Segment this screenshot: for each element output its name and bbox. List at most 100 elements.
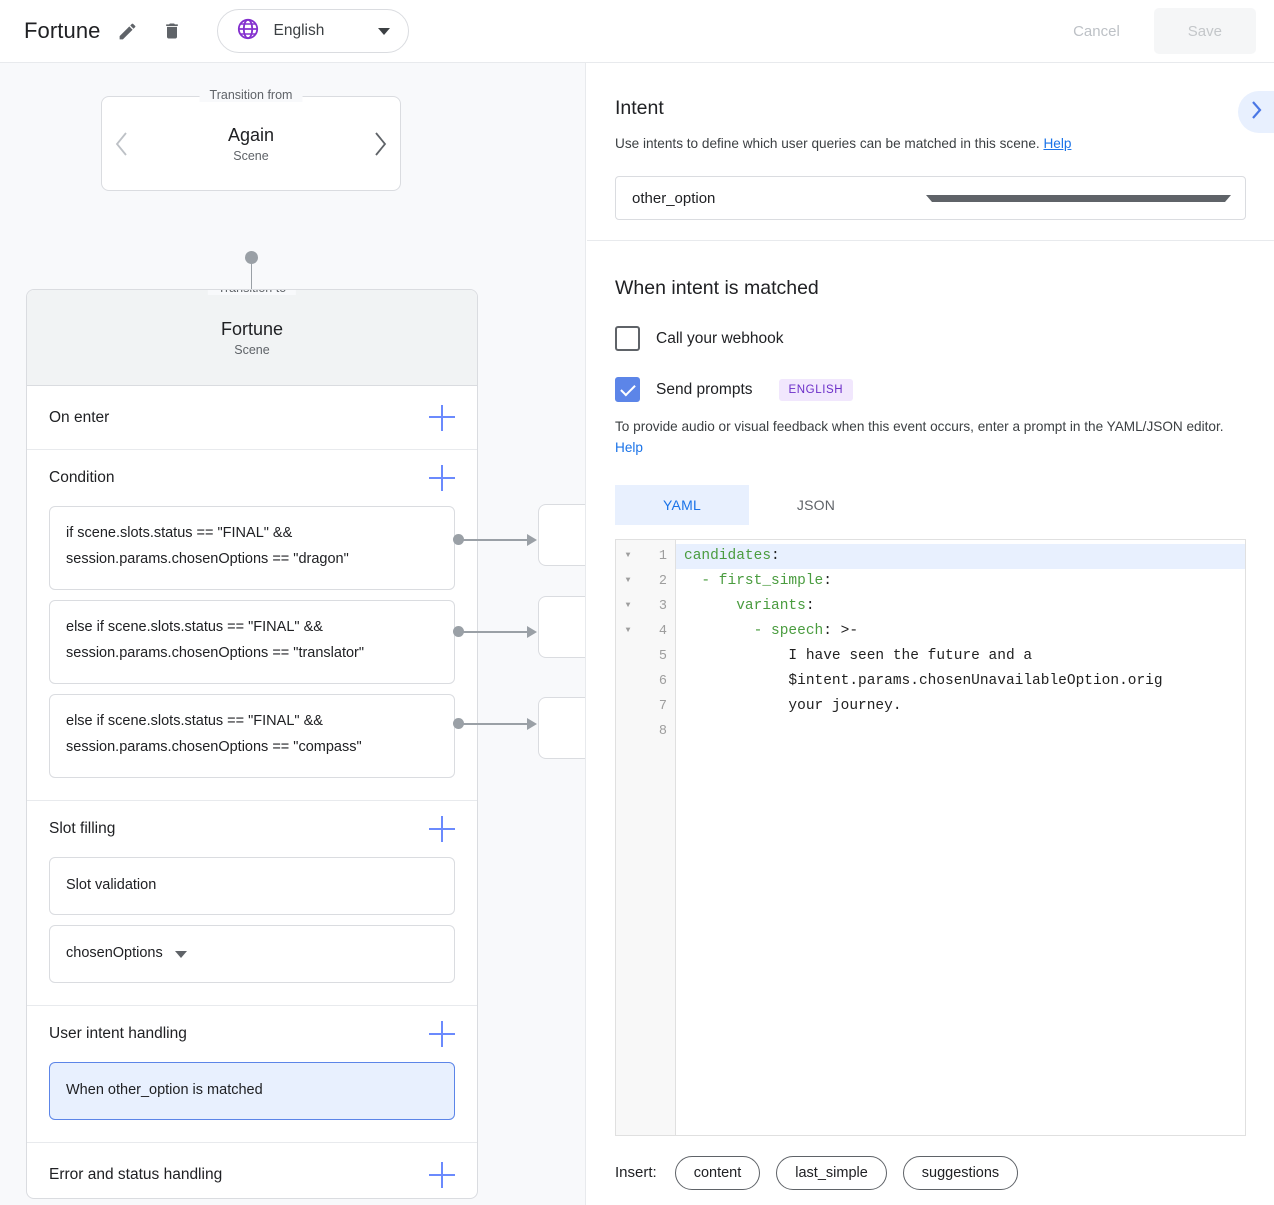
slot-item-chosenoptions[interactable]: chosenOptions [49,925,455,983]
gutter-line: ▼1 [616,544,675,569]
webhook-row[interactable]: Call your webhook [615,326,1246,352]
code-punct: your journey. [684,697,902,714]
line-number: 8 [658,723,667,739]
prev-scene-button[interactable] [102,97,142,190]
condition-edge-dot [453,718,464,729]
next-scene-button[interactable] [360,97,400,190]
fold-toggle-icon[interactable]: ▼ [625,626,631,636]
prompts-helper-body: To provide audio or visual feedback when… [615,419,1224,435]
transition-from-card[interactable]: Transition from Again Scene [101,88,401,191]
condition-target-stub[interactable] [538,504,585,566]
gutter-line: 8 [616,719,675,744]
intent-help-link[interactable]: Help [1043,136,1072,151]
line-number: 7 [658,698,667,714]
condition-item[interactable]: else if scene.slots.status == "FINAL" &&… [49,600,455,684]
code-punct: : >- [823,622,859,639]
gutter-line: 6 [616,669,675,694]
condition-item[interactable]: else if scene.slots.status == "FINAL" &&… [49,694,455,778]
user-intent-item-other-option[interactable]: When other_option is matched [49,1062,455,1120]
condition-target-stub[interactable] [538,596,585,658]
language-label: English [273,22,325,39]
prompts-help-link[interactable]: Help [615,440,643,456]
tab-json[interactable]: JSON [796,496,836,513]
language-selector[interactable]: English [216,9,409,53]
intent-select[interactable]: other_option [615,176,1246,221]
intent-heading: Intent [615,97,664,119]
code-line: your journey. [676,694,1245,719]
intent-select-value: other_option [632,189,716,207]
scene-graph-canvas[interactable]: Transition from Again Scene Transition t… [0,63,586,1205]
call-webhook-checkbox[interactable] [615,326,640,352]
code-line: - first_simple: [676,569,1245,594]
add-error-handler-button[interactable] [429,1162,455,1188]
send-prompts-checkbox[interactable] [615,377,640,403]
condition-edge-dot [453,626,464,637]
code-punct: : [823,572,832,589]
insert-chips-row: Insert: content last_simple suggestions [615,1155,1246,1190]
save-button[interactable]: Save [1153,8,1256,54]
scene-header: Fortune Scene [27,290,477,386]
insert-chip-content[interactable]: content [674,1155,761,1190]
tab-yaml[interactable]: YAML [615,484,749,525]
gutter-line: ▼2 [616,569,675,594]
add-slot-button[interactable] [429,816,455,842]
delete-scene-button[interactable] [155,14,189,48]
chevron-down-icon [377,27,390,35]
edit-scene-button[interactable] [111,14,145,48]
insert-label: Insert: [615,1164,657,1182]
line-number: 3 [658,598,667,614]
slot-validation-label: Slot validation [66,877,157,894]
line-number: 4 [658,623,667,639]
trash-icon [162,21,182,41]
when-intent-matched-section: When intent is matched Call your webhook… [587,241,1274,1190]
section-on-enter-label: On enter [49,408,110,426]
editor-code-area[interactable]: candidates: - first_simple: variants: - … [676,540,1245,1135]
prompts-helper-text: To provide audio or visual feedback when… [615,416,1246,458]
add-user-intent-button[interactable] [429,1021,455,1047]
section-condition: Condition if scene.slots.status == "FINA… [27,450,477,801]
condition-target-stub[interactable] [538,697,585,759]
insert-chip-suggestions[interactable]: suggestions [902,1155,1019,1190]
code-line: candidates: [676,543,1245,569]
section-slot-filling-label: Slot filling [49,820,116,837]
fold-toggle-icon[interactable]: ▼ [625,576,631,586]
when-matched-heading: When intent is matched [615,277,819,300]
code-line: I have seen the future and a [676,644,1245,669]
page-title: Fortune [24,18,101,43]
section-error-status-label: Error and status handling [49,1166,223,1183]
section-error-status-handling[interactable]: Error and status handling [27,1143,477,1198]
slot-validation-item[interactable]: Slot validation [49,857,455,915]
condition-item[interactable]: if scene.slots.status == "FINAL" && sess… [49,506,455,590]
edge-start-dot [245,251,258,264]
prompt-code-editor[interactable]: ▼1 ▼2 ▼ 3 ▼ 4 5 6 7 8 candidates: - first_… [615,538,1246,1136]
app-header: Fortune English Cancel Save [0,0,1274,63]
intent-description: Use intents to define which user queries… [615,134,1246,154]
fold-toggle-icon[interactable]: ▼ [625,601,631,611]
code-line: variants: [676,594,1245,619]
section-slot-filling: Slot filling Slot validation chosenOptio… [27,801,477,1006]
send-prompts-row[interactable]: Send prompts ENGLISH [615,377,1246,403]
header-actions: Cancel Save [1051,8,1274,54]
transition-from-node: Again Scene [142,124,360,163]
code-punct: : [805,597,815,614]
gutter-line: 5 [616,644,675,669]
transition-to-legend: Transition to [207,290,297,295]
cancel-button[interactable]: Cancel [1051,11,1142,51]
insert-chip-last-simple[interactable]: last_simple [776,1155,887,1190]
transition-from-name: Again [227,124,275,145]
slot-item-label: chosenOptions [66,945,163,962]
transition-to-card[interactable]: Transition to Fortune Scene On enter Con… [26,289,478,1199]
section-condition-head: Condition [27,450,477,506]
intent-details-panel: Intent Use intents to define which user … [587,63,1274,1205]
expand-panel-button[interactable] [1238,91,1274,133]
chevron-right-icon [372,131,388,157]
panel-divider [587,240,1274,242]
gutter-line: 7 [616,694,675,719]
add-on-enter-button[interactable] [429,404,455,431]
transition-from-type: Scene [233,149,269,164]
chevron-left-icon [114,131,130,157]
fold-toggle-icon[interactable]: ▼ [625,551,631,561]
section-user-intent-head: User intent handling [27,1006,477,1062]
section-on-enter[interactable]: On enter [27,386,477,450]
add-condition-button[interactable] [429,465,455,491]
